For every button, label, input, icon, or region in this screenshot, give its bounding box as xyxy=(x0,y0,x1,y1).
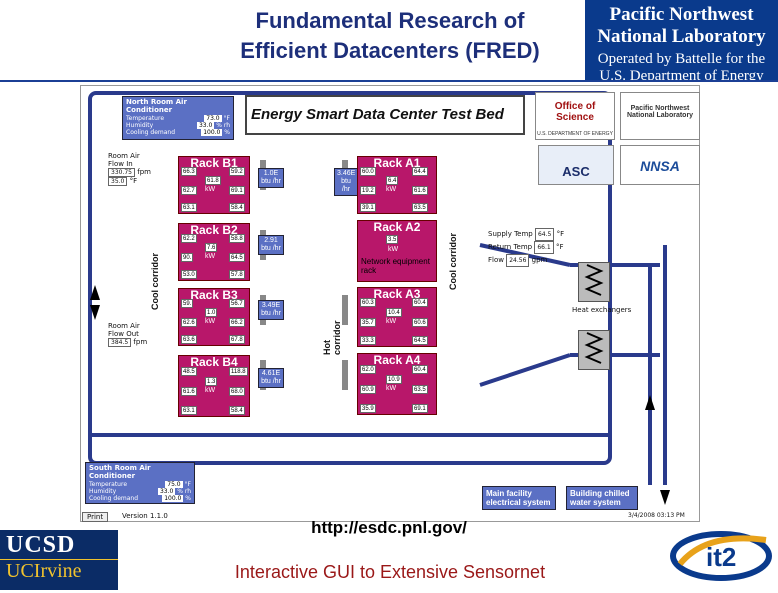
asc-logo: ASC xyxy=(538,145,614,185)
site-url[interactable]: http://esdc.pnl.gov/ xyxy=(311,518,467,537)
rack-a1[interactable]: Rack A1 60.0 64.4 6.4 19.2 kW 61.6 39.1 … xyxy=(357,156,437,214)
svg-text:it2: it2 xyxy=(706,542,736,572)
timestamp: 3/4/2008 03:13 PM xyxy=(628,512,685,519)
header-divider xyxy=(0,80,778,82)
return-temp-value: 66.1 xyxy=(534,241,554,254)
main-facility-box: Main facility electrical system xyxy=(482,486,556,510)
room-air-out: Room Air Flow Out 384.5 fpm xyxy=(108,322,148,347)
room-air-in-temp: 35.0 xyxy=(108,177,128,186)
north-ac-temp-value: 73.0 xyxy=(204,115,222,122)
page-title: Fundamental Research of Efficient Datace… xyxy=(190,6,590,66)
chilled-water-box: Building chilled water system xyxy=(566,486,638,510)
print-button[interactable]: Print xyxy=(82,512,109,522)
testbed-title: Energy Smart Data Center Test Bed xyxy=(245,95,525,135)
title-line1: Fundamental Research of xyxy=(255,8,525,33)
hot-corridor-label: Hot corridor xyxy=(322,320,342,355)
room-air-out-flow: 384.5 xyxy=(108,338,132,347)
north-ac-humidity-value: 33.0 xyxy=(196,122,215,129)
org-line1: Pacific Northwest xyxy=(609,4,754,25)
heat-exchanger-1 xyxy=(578,262,610,302)
network-rack-note: Network equipment rack xyxy=(361,257,430,275)
cool-corridor-right-label: Cool corridor xyxy=(448,232,458,290)
org-line2: National Laboratory xyxy=(597,26,766,47)
title-line2: Efficient Datacenters (FRED) xyxy=(240,38,540,63)
rack-a2[interactable]: Rack A2 3.5 kW Network equipment rack xyxy=(357,220,437,282)
office-of-science-logo: Office of Science U.S. DEPARTMENT OF ENE… xyxy=(535,92,615,140)
rack-b3[interactable]: Rack B3 59. 56.7 1.0 62.6 kW 66.2 63.6 6… xyxy=(178,288,250,346)
rack-a3[interactable]: Rack A3 60.3 60.4 10.4 35.7 kW 60.6 33.3… xyxy=(357,287,437,347)
room-air-in: Room Air Flow In 330.75 fpm 35.0 °F xyxy=(108,152,151,186)
cool-corridor-left-label: Cool corridor xyxy=(150,252,160,310)
rack-a4[interactable]: Rack A4 62.0 60.4 10.9 60.9 kW 63.5 35.9… xyxy=(357,353,437,415)
footer-caption: Interactive GUI to Extensive Sensornet xyxy=(234,562,546,582)
heat-exchanger-2-icon xyxy=(584,332,604,364)
it2-logo-icon: it2 xyxy=(670,531,772,581)
rack-b4[interactable]: Rack B4 48.5 118.8 1.3 61.6 kW 68.0 63.1… xyxy=(178,355,250,417)
rack-b1[interactable]: Rack B1 66.3 59.2 61.8 62.7 kW 69.1 63.1… xyxy=(178,156,250,214)
heat-exchanger-1-icon xyxy=(584,264,604,296)
it2-logo: it2 xyxy=(666,522,776,588)
pnnl-logo: Pacific Northwest National Laboratory Op… xyxy=(585,0,778,84)
org-line4: U.S. Department of Energy xyxy=(599,68,764,84)
flow-value: 24.56 xyxy=(506,254,530,267)
heat-exchangers-label: Heat exchangers xyxy=(572,306,632,314)
room-air-in-flow: 330.75 xyxy=(108,168,135,177)
rack-b2[interactable]: Rack B2 62.2 58.8 7.6 90. kW 64.5 53.0 5… xyxy=(178,223,250,281)
north-ac-title: North Room Air Conditioner xyxy=(126,98,187,114)
nnsa-logo: NNSA xyxy=(620,145,700,185)
supply-temp-value: 64.5 xyxy=(534,228,555,241)
north-ac-cooling-value: 100.0 xyxy=(201,129,223,136)
heat-exchanger-2 xyxy=(578,330,610,370)
org-line3: Operated by Battelle for the xyxy=(597,51,766,67)
supply-readings: Supply Temp 64.5 °F Return Temp 66.1 °F … xyxy=(488,228,588,267)
flow-arrows xyxy=(90,285,670,505)
pnnl-small-logo: Pacific Northwest National Laboratory xyxy=(620,92,700,140)
ucsd-uci-logo: UCSD UCIrvine xyxy=(0,530,118,590)
south-ac-title: South Room Air Conditioner xyxy=(89,464,151,480)
version-label: Version 1.1.0 xyxy=(122,512,168,520)
